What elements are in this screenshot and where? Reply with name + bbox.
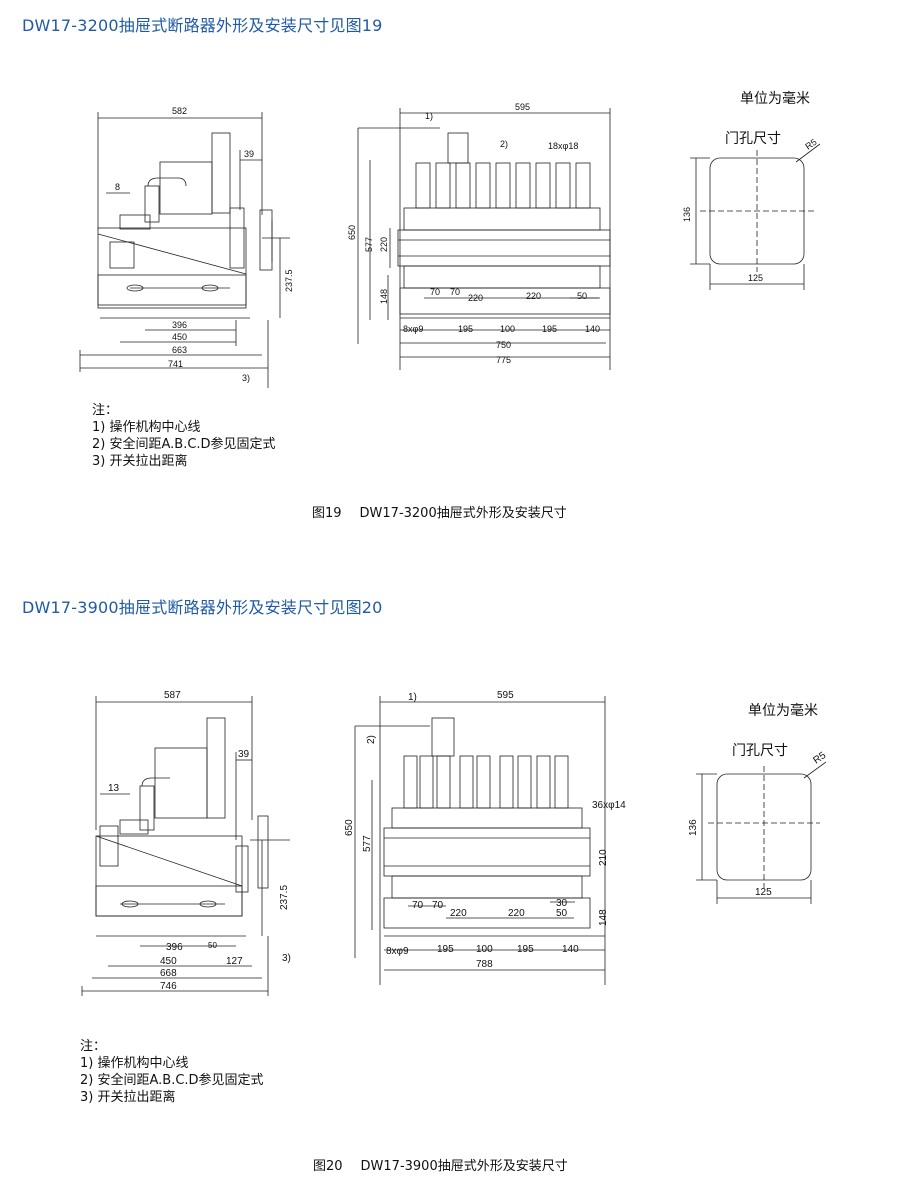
front-note-1: 1) [425,111,433,121]
door-width: 125 [755,887,772,898]
door-height: 136 [682,207,692,222]
dim-237-5: 237.5 [284,269,294,292]
dim-220-a: 220 [468,293,483,303]
front-view-20 [354,696,606,985]
note-3-marker: 3) [282,953,291,964]
dim-195-b: 195 [517,944,534,955]
caption-number: 图20 [313,1159,343,1174]
note-3-marker: 3) [242,373,250,383]
dim-39: 39 [238,749,250,760]
note-item: 2) 安全间距A.B.C.D参见固定式 [92,437,276,452]
side-view-19 [79,112,290,388]
dim-587: 587 [164,690,181,701]
terminal-row-20 [403,755,569,809]
notes-heading: 注： [80,1039,107,1054]
section-title-fig19: DW17-3200抽屉式断路器外形及安装尺寸见图19 [22,16,383,35]
figure-20-drawings: 587 39 13 237.5 396 50 450 127 668 746 3… [81,690,829,996]
dim-70-b: 70 [450,287,460,297]
mount-holes: 8xφ9 [386,946,409,957]
dim-595: 595 [497,690,514,701]
dim-50: 50 [556,908,568,919]
caption-number: 图19 [312,506,342,521]
dim-788: 788 [476,959,493,970]
figure-19-drawings: 582 39 8 237.5 396 450 663 741 3) 1) 2) … [79,102,821,388]
note-item: 2) 安全间距A.B.C.D参见固定式 [80,1073,264,1088]
dim-220-b: 220 [508,908,525,919]
dim-195-a: 195 [458,324,473,334]
notes-heading: 注： [92,403,119,418]
dim-595: 595 [515,102,530,112]
dim-746: 746 [160,981,177,992]
figure-caption: 图20 DW17-3900抽屉式外形及安装尺寸 [313,1155,568,1174]
dim-195-a: 195 [437,944,454,955]
dim-396: 396 [166,942,183,953]
dim-577: 577 [362,835,373,852]
door-cutout-20 [696,761,827,904]
dim-750: 750 [496,340,511,350]
unit-label: 单位为毫米 [740,91,810,107]
dim-70-a: 70 [430,287,440,297]
dim-50: 50 [208,941,217,950]
notes-block: 注： 1) 操作机构中心线 2) 安全间距A.B.C.D参见固定式 3) 开关拉… [80,1038,264,1106]
dim-100: 100 [500,324,515,334]
dim-70-b: 70 [432,900,444,911]
note-item: 1) 操作机构中心线 [92,420,201,435]
dim-148: 148 [379,289,389,304]
dim-100: 100 [476,944,493,955]
dim-8: 8 [115,182,120,192]
radius-r5: R5 [803,137,818,152]
dim-396: 396 [172,320,187,330]
dim-650: 650 [347,225,357,240]
note-item: 3) 开关拉出距离 [92,454,188,469]
dim-140: 140 [562,944,579,955]
dim-195-b: 195 [542,324,557,334]
dim-13: 13 [108,783,120,794]
figure-caption: 图19 DW17-3200抽屉式外形及安装尺寸 [312,502,567,521]
front-note-2: 2) [366,735,377,744]
front-view-19 [357,108,611,370]
door-width: 125 [748,273,763,283]
door-cutout-19 [690,143,821,290]
dim-741: 741 [168,359,183,369]
section-title-fig20: DW17-3900抽屉式断路器外形及安装尺寸见图20 [22,598,383,617]
note-item: 1) 操作机构中心线 [80,1056,189,1071]
notes-block: 注： 1) 操作机构中心线 2) 安全间距A.B.C.D参见固定式 3) 开关拉… [92,402,276,470]
dim-220-a: 220 [450,908,467,919]
dim-140: 140 [585,324,600,334]
dim-50: 50 [577,291,587,301]
dim-220-h: 220 [379,237,389,252]
dim-220-b: 220 [526,291,541,301]
dim-210: 210 [598,849,609,866]
dim-450: 450 [172,332,187,342]
radius-r5: R5 [811,750,828,767]
door-cutout-label: 门孔尺寸 [725,131,781,147]
dim-650: 650 [344,819,355,836]
caption-text: DW17-3900抽屉式外形及安装尺寸 [360,1159,568,1174]
dim-663: 663 [172,345,187,355]
dim-148: 148 [598,909,609,926]
dim-775: 775 [496,355,511,365]
side-view-20 [81,696,290,996]
note-item: 3) 开关拉出距离 [80,1090,176,1105]
mount-holes: 8xφ9 [403,324,423,334]
front-note-2: 2) [500,139,508,149]
dim-39: 39 [244,149,254,159]
dim-237-5: 237.5 [279,885,290,910]
terminal-row-19 [415,162,591,209]
dim-450: 450 [160,956,177,967]
holes-36x14: 36xφ14 [592,800,626,811]
door-height: 136 [688,819,699,836]
dim-127: 127 [226,956,243,967]
caption-text: DW17-3200抽屉式外形及安装尺寸 [359,506,567,521]
dim-582: 582 [172,106,187,116]
dim-30: 30 [556,898,568,909]
dim-577: 577 [364,237,374,252]
dim-668: 668 [160,968,177,979]
door-cutout-label: 门孔尺寸 [732,743,788,759]
front-note-1: 1) [408,692,417,703]
dim-70-a: 70 [412,900,424,911]
unit-label: 单位为毫米 [748,703,818,719]
holes-18x18: 18xφ18 [548,141,578,151]
